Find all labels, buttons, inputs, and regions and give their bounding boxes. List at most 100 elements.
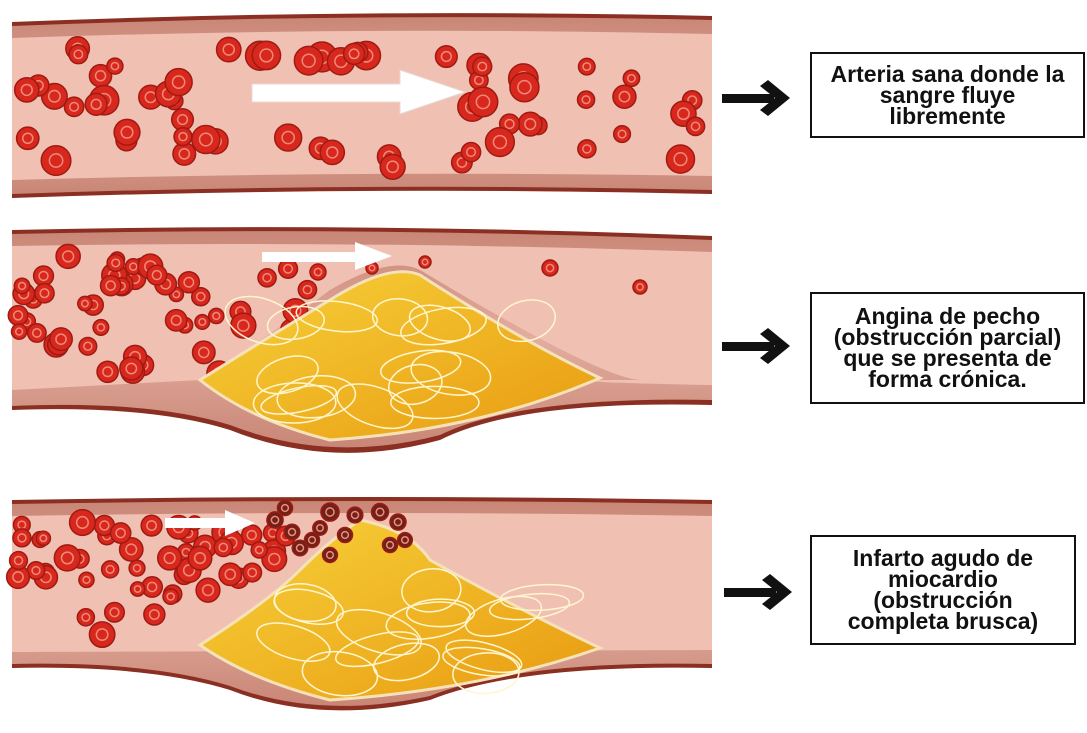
blood-cell — [56, 244, 80, 268]
blood-cell — [243, 563, 262, 582]
blood-cell — [15, 78, 39, 102]
blood-cell — [188, 546, 212, 570]
blood-cell — [107, 58, 123, 74]
blood-cell — [277, 500, 292, 515]
label-angina: Angina de pecho (obstrucción parcial) qu… — [810, 292, 1085, 404]
blood-cell — [383, 538, 398, 553]
blood-cell — [10, 552, 28, 570]
blood-cell — [390, 514, 406, 530]
blood-cell — [323, 548, 338, 563]
blood-cell — [13, 529, 31, 547]
blood-cell — [93, 320, 109, 336]
blood-cell — [372, 504, 389, 521]
label-healthy-artery: Arteria sana donde la sangre fluye libre… — [810, 52, 1085, 138]
blood-cell — [8, 306, 28, 326]
blood-cell — [337, 527, 352, 542]
blood-cell — [17, 127, 39, 149]
blood-cell — [468, 87, 498, 117]
label-text: Infarto agudo de miocardio (obstrucción … — [848, 548, 1038, 632]
blood-cell — [178, 272, 199, 293]
blood-cell — [35, 284, 54, 303]
infarction-artery — [7, 497, 712, 710]
blood-cell — [78, 296, 92, 310]
blood-cell — [192, 126, 220, 154]
blood-cell — [97, 361, 118, 382]
blood-cell — [461, 142, 480, 161]
blood-cell — [321, 503, 339, 521]
blood-cell — [147, 265, 167, 285]
blood-cell — [623, 70, 639, 86]
blood-cell — [613, 85, 636, 108]
blood-cell — [196, 578, 220, 602]
blood-cell — [579, 58, 596, 75]
blood-cell — [294, 46, 323, 75]
blood-cell — [578, 140, 596, 158]
label-infarction: Infarto agudo de miocardio (obstrucción … — [810, 535, 1076, 645]
label-text: Angina de pecho (obstrucción parcial) qu… — [834, 306, 1061, 390]
blood-cell — [436, 46, 458, 68]
blood-cell — [193, 341, 215, 363]
blood-cell — [14, 278, 29, 293]
blood-cell — [380, 154, 405, 179]
blood-cell — [686, 117, 704, 135]
blood-cell — [542, 260, 558, 276]
blood-cell — [79, 572, 94, 587]
blood-cell — [510, 73, 539, 102]
blood-cell — [275, 124, 302, 151]
blood-cell — [85, 93, 107, 115]
blood-cell — [166, 310, 187, 331]
blood-cell — [219, 563, 241, 585]
blood-cell — [144, 604, 165, 625]
blood-cell — [129, 560, 145, 576]
blood-cell — [107, 254, 124, 271]
pointer-arrow-1 — [722, 80, 790, 116]
blood-cell — [50, 328, 72, 350]
blood-cell — [252, 41, 280, 69]
label-text: Arteria sana donde la sangre fluye libre… — [831, 64, 1065, 127]
blood-cell — [195, 315, 210, 330]
blood-cell — [217, 37, 241, 61]
blood-cell — [101, 275, 121, 295]
blood-cell — [633, 280, 647, 294]
blood-cell — [231, 313, 256, 338]
blood-cell — [131, 582, 145, 596]
pointer-arrow-2 — [722, 328, 790, 364]
healthy-artery — [12, 13, 712, 198]
blood-cell — [114, 119, 140, 145]
blood-cell — [313, 521, 327, 535]
blood-cell — [36, 531, 50, 545]
blood-cell — [105, 602, 125, 622]
blood-cell — [347, 507, 363, 523]
blood-cell — [344, 43, 365, 64]
blood-cell — [158, 546, 182, 570]
blood-cell — [69, 45, 88, 64]
blood-cell — [298, 281, 316, 299]
blood-cell — [473, 57, 492, 76]
blood-cell — [163, 589, 178, 604]
blood-cell — [666, 145, 694, 173]
blood-cell — [284, 524, 300, 540]
blood-cell — [310, 264, 326, 280]
blood-cell — [120, 357, 143, 380]
blood-cell — [398, 533, 413, 548]
blood-cell — [165, 69, 192, 96]
blood-cell — [28, 324, 46, 342]
blood-cell — [141, 515, 162, 536]
blood-cell — [419, 256, 431, 268]
blood-cell — [41, 146, 71, 176]
blood-cell — [258, 269, 276, 287]
pointer-arrow-3 — [724, 574, 792, 610]
blood-cell — [614, 126, 631, 143]
blood-cell — [214, 538, 232, 556]
blood-cell — [111, 523, 131, 543]
blood-cell — [174, 128, 192, 146]
blood-cell — [320, 140, 344, 164]
blood-cell — [77, 609, 94, 626]
blood-cell — [251, 542, 267, 558]
blood-cell — [485, 128, 514, 157]
blood-cell — [89, 622, 114, 647]
angina-artery — [8, 227, 712, 453]
blood-cell — [209, 308, 224, 323]
blood-cell — [12, 324, 27, 339]
blood-cell — [54, 545, 80, 571]
